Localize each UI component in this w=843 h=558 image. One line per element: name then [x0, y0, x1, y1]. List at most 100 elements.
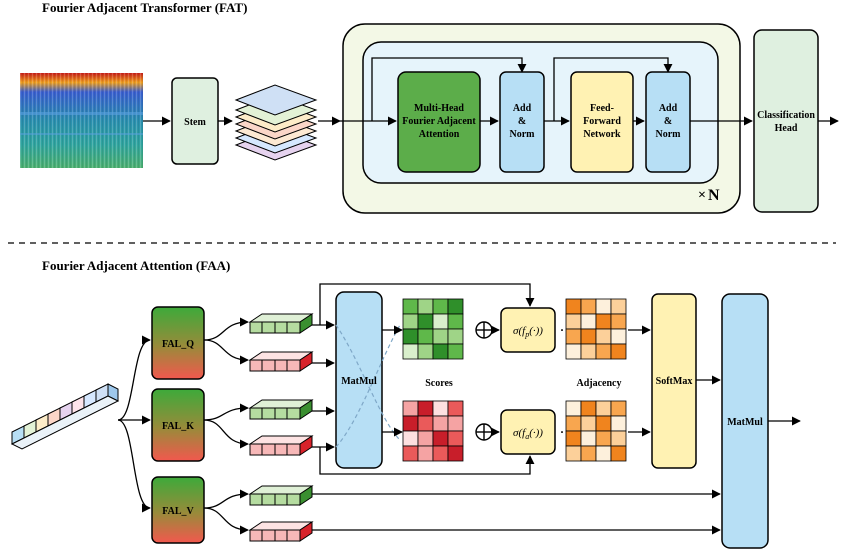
grid-cell	[595, 298, 612, 315]
matmul-block-1	[335, 291, 383, 469]
grid-cell	[595, 445, 612, 462]
grid-cell	[432, 400, 449, 417]
grid-cell	[580, 400, 597, 417]
grid-cell	[610, 400, 627, 417]
score-grid-green	[402, 298, 464, 360]
grid-cell	[432, 430, 449, 447]
grid-cell	[432, 415, 449, 432]
repeat-times-symbol: ×	[698, 188, 706, 203]
adjacency-grid-bottom	[565, 400, 627, 462]
grid-cell	[580, 430, 597, 447]
v-imag-tokens	[248, 521, 314, 542]
grid-cell	[447, 328, 464, 345]
add-norm-block-2	[645, 71, 691, 173]
spectrogram-image	[20, 73, 143, 168]
k-real-tokens	[248, 399, 314, 420]
grid-cell	[417, 313, 434, 330]
repeat-n-label: N	[708, 187, 720, 204]
ffn-line3: Network	[583, 129, 621, 140]
stem-label: Stem	[184, 117, 206, 128]
grid-cell	[447, 343, 464, 360]
fal-q-block	[151, 306, 205, 380]
grid-cell	[580, 445, 597, 462]
grid-cell	[580, 298, 597, 315]
scores-label: Scores	[425, 378, 453, 389]
grid-cell	[610, 328, 627, 345]
dot-operator-1: ·	[560, 323, 564, 337]
grid-cell	[580, 313, 597, 330]
grid-cell	[565, 445, 582, 462]
faa-title: Fourier Adjacent Attention (FAA)	[42, 258, 230, 273]
add-circle-icon-2	[475, 423, 493, 441]
dot-operator-2: ·	[560, 425, 564, 439]
grid-cell	[402, 298, 419, 315]
softmax-block	[651, 293, 697, 469]
grid-cell	[447, 430, 464, 447]
attention-label-line2: Fourier Adjacent	[402, 116, 476, 127]
addnorm1-line2: &	[518, 116, 526, 127]
matmul-1-label: MatMul	[341, 376, 377, 387]
fal-k-block	[151, 388, 205, 462]
grid-cell	[565, 430, 582, 447]
grid-cell	[595, 313, 612, 330]
addnorm1-line1: Add	[513, 103, 532, 114]
grid-cell	[565, 415, 582, 432]
add-norm-block-1	[499, 71, 545, 173]
grid-cell	[595, 430, 612, 447]
grid-cell	[595, 343, 612, 360]
fal-v-block	[151, 476, 205, 544]
sigma-fp-text: σ(fp(·))	[513, 325, 543, 339]
grid-cell	[580, 328, 597, 345]
grid-cell	[447, 445, 464, 462]
grid-cell	[417, 343, 434, 360]
fal-v-label: FAL_V	[162, 506, 194, 517]
grid-cell	[595, 328, 612, 345]
grid-cell	[565, 298, 582, 315]
fal-k-label: FAL_K	[162, 421, 194, 432]
sigma-fa-text: σ(fa(·))	[513, 427, 543, 441]
grid-cell	[565, 343, 582, 360]
grid-cell	[610, 343, 627, 360]
grid-cell	[565, 328, 582, 345]
grid-cell	[610, 313, 627, 330]
classification-line2: Head	[775, 123, 798, 134]
input-token-strip	[10, 383, 120, 450]
grid-cell	[580, 343, 597, 360]
q-real-tokens	[248, 313, 314, 334]
grid-cell	[402, 400, 419, 417]
attention-label-line1: Multi-Head	[414, 103, 464, 114]
grid-cell	[432, 343, 449, 360]
grid-cell	[610, 415, 627, 432]
grid-cell	[417, 328, 434, 345]
ffn-line1: Feed-	[590, 103, 614, 114]
score-grid-red	[402, 400, 464, 462]
grid-cell	[417, 445, 434, 462]
grid-cell	[402, 328, 419, 345]
addnorm2-line2: &	[664, 116, 672, 127]
grid-cell	[447, 313, 464, 330]
grid-cell	[610, 298, 627, 315]
grid-cell	[402, 313, 419, 330]
addnorm1-line3: Norm	[510, 129, 536, 140]
classification-head-block	[753, 29, 819, 213]
grid-cell	[610, 445, 627, 462]
grid-cell	[402, 445, 419, 462]
grid-cell	[402, 343, 419, 360]
grid-cell	[417, 415, 434, 432]
addnorm2-line1: Add	[659, 103, 678, 114]
fal-q-label: FAL_Q	[162, 339, 194, 350]
grid-cell	[447, 400, 464, 417]
adjacency-label: Adjacency	[577, 378, 622, 389]
fat-title: Fourier Adjacent Transformer (FAT)	[42, 0, 247, 15]
adjacency-grid-top	[565, 298, 627, 360]
grid-cell	[447, 298, 464, 315]
feed-forward-block	[570, 71, 634, 173]
grid-cell	[447, 415, 464, 432]
grid-cell	[610, 430, 627, 447]
matmul-2-label: MatMul	[727, 417, 763, 428]
grid-cell	[417, 298, 434, 315]
k-imag-tokens	[248, 435, 314, 456]
grid-cell	[565, 400, 582, 417]
grid-cell	[565, 313, 582, 330]
